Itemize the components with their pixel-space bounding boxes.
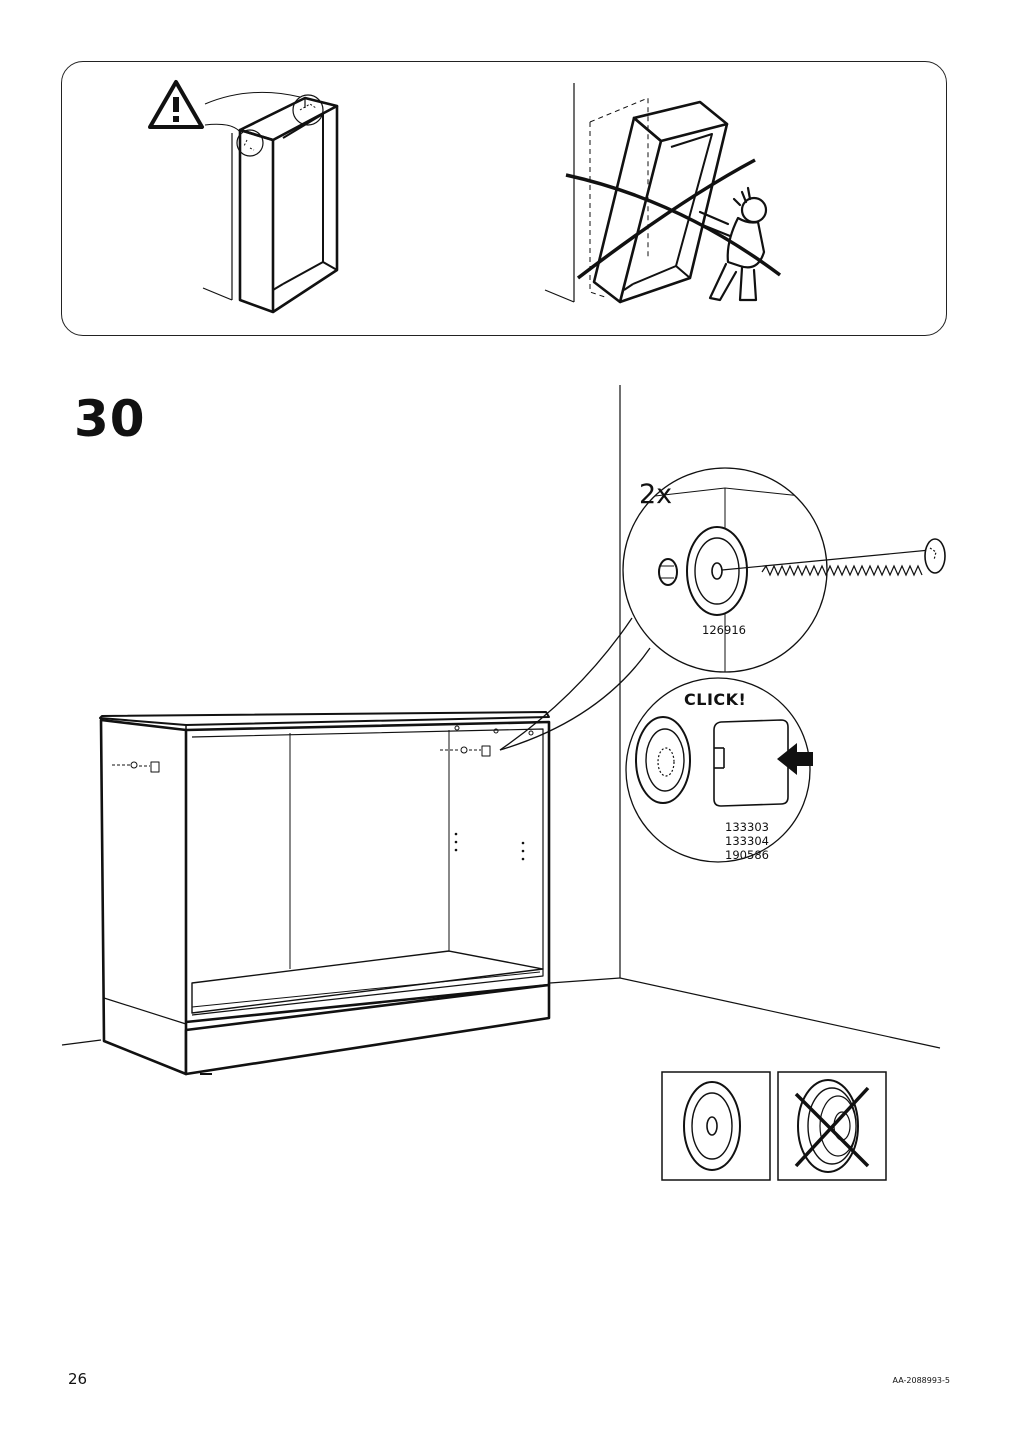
prohibited-cross-icon — [565, 158, 782, 280]
cabinet-illustration — [99, 711, 551, 1076]
room-corner-lines — [61, 385, 941, 1049]
click-label: CLICK! — [684, 690, 747, 709]
bookcase-correct-illustration — [202, 96, 339, 314]
screw-part-number: 126916 — [702, 623, 746, 637]
quantity-label: 2x — [639, 479, 673, 510]
person-figure-icon — [698, 186, 768, 302]
detail-circle — [292, 94, 324, 126]
incorrect-example-box — [777, 1071, 887, 1181]
warning-triangle-icon — [148, 80, 204, 129]
cap-part-number-1: 133303 — [725, 820, 769, 834]
screw-icon — [721, 538, 946, 577]
cap-part-number-3: 190586 — [725, 848, 769, 862]
cover-cap-icon — [713, 719, 789, 807]
cap-part-number-2: 133304 — [725, 834, 769, 848]
cap-disc-icon — [635, 716, 691, 804]
detail-circle — [236, 129, 264, 157]
page-number: 26 — [68, 1370, 88, 1388]
wall-fixing-disc-icon — [686, 526, 748, 616]
warning-panel — [61, 61, 947, 336]
correct-example-box — [661, 1071, 771, 1181]
document-code: AA-2088993-5 — [892, 1376, 950, 1385]
bookcase-tipping-illustration — [544, 83, 729, 304]
push-arrow-icon — [777, 743, 813, 775]
step-number: 30 — [74, 390, 146, 448]
callout-pointer — [499, 647, 651, 751]
wall-plug-icon — [658, 558, 678, 586]
